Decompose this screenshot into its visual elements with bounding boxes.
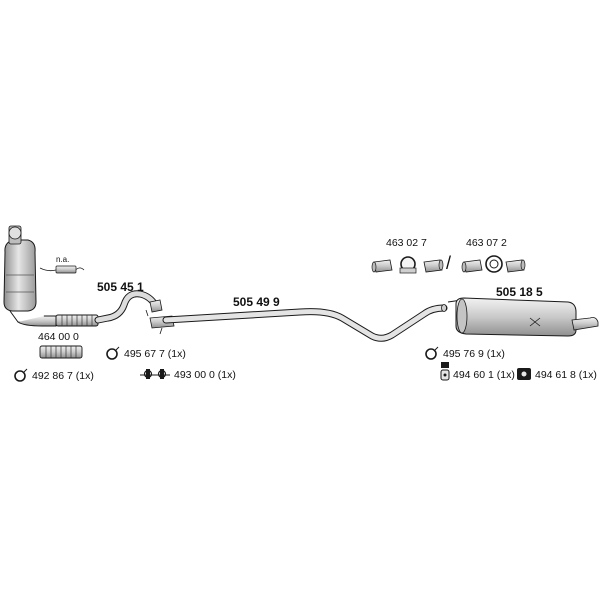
clamp-front-label: 495 67 7 (1x) [124,348,186,360]
front-pipe-505451[interactable] [94,290,163,324]
flex-pipe-label: 464 00 0 [38,331,79,343]
clamp-rear-label: 495 76 9 (1x) [443,348,505,360]
clamp-set-463072-icons[interactable] [461,255,526,273]
catalytic-converter[interactable] [3,225,57,327]
rear-silencer-505185[interactable] [447,297,599,337]
clamp-set-463027-icons[interactable] [371,256,444,274]
hanger-a-label: 494 60 1 (1x) [453,369,515,381]
flex-pipe-464000[interactable] [55,314,99,327]
lambda-sensor [39,265,85,274]
clamp-b-label: 463 07 2 [466,237,507,249]
rubber-hanger-a-icon [440,362,450,381]
intermediate-pipe-505499[interactable] [162,304,448,342]
gasket-front-label: 492 86 7 (1x) [32,370,94,382]
flex-pipe-small-icon [39,345,83,359]
rubber-hanger-b-icon [517,368,531,380]
clamp-divider: / [446,253,452,273]
hanger-b-label: 494 61 8 (1x) [535,369,597,381]
rear-clamp-ring-icon [425,346,439,360]
bolt-set-icon [140,369,170,379]
clamp-ring-icon [106,346,120,360]
bolt-set-label: 493 00 0 (1x) [174,369,236,381]
front-pipe-label: 505 45 1 [97,280,144,294]
rear-silencer-label: 505 18 5 [496,285,543,299]
intermediate-pipe-label: 505 49 9 [233,295,280,309]
clamp-a-label: 463 02 7 [386,237,427,249]
sensor-note: n.a. [56,255,70,264]
gasket-ring-icon [14,368,28,382]
